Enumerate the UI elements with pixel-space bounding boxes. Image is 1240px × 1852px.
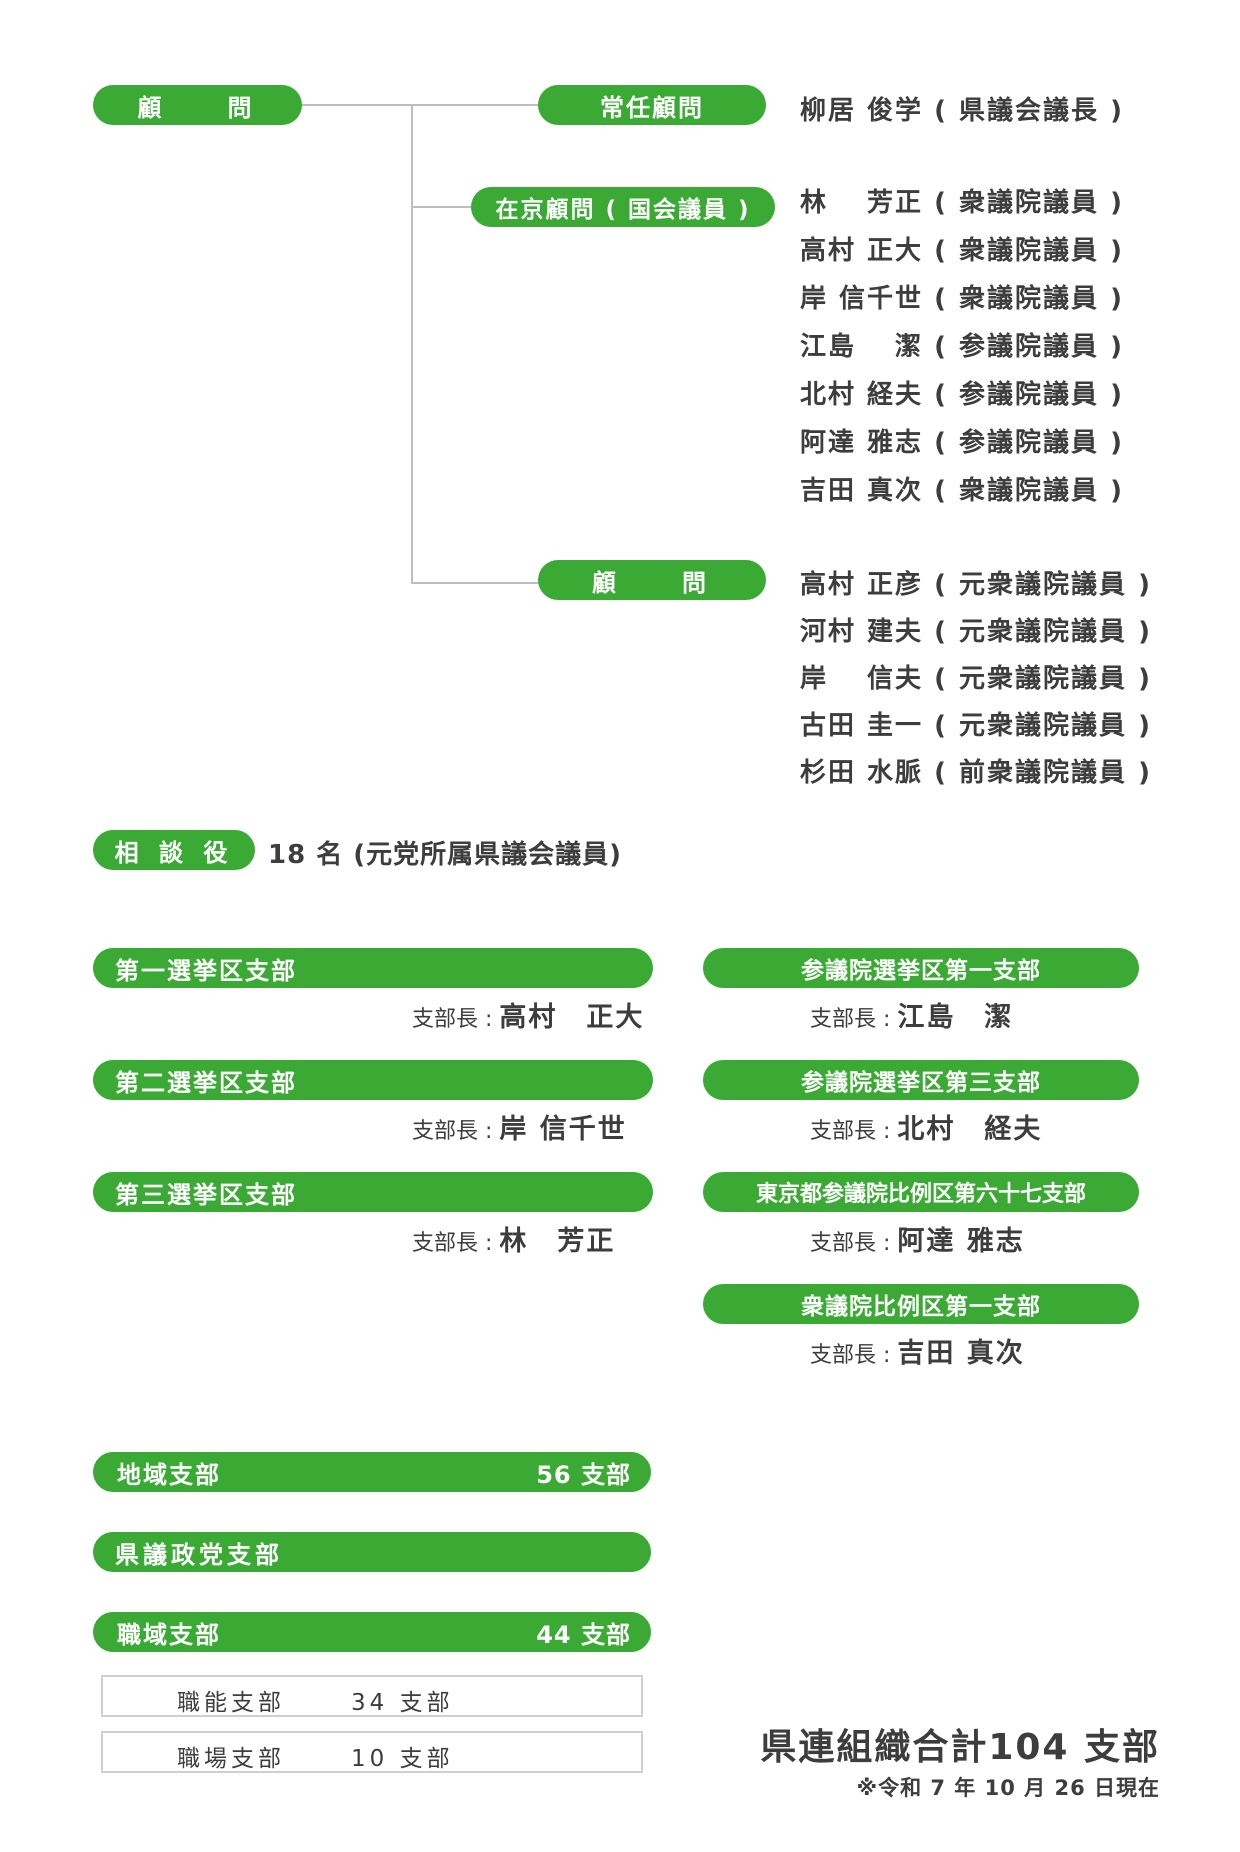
- branch-district-2: 第二選挙区支部: [93, 1060, 653, 1100]
- branch-representatives-pr-1: 衆議院比例区第一支部: [703, 1284, 1139, 1324]
- branch-district-1: 第一選挙区支部: [93, 948, 653, 988]
- branch-representatives-pr-1-chief: 支部長 : 吉田 真次: [810, 1338, 1025, 1369]
- as-of-date: ※令和 7 年 10 月 26 日現在: [856, 1776, 1160, 1800]
- in-capital-member: 林 芳正 ( 衆議院議員 ): [800, 188, 1124, 218]
- sub-branch-row: 職能支部 34 支部: [101, 1675, 643, 1717]
- connector-root: [300, 104, 540, 106]
- sub-branch-count: 10 支部: [351, 1746, 454, 1772]
- advisor-label: 顧 問: [538, 560, 766, 600]
- workplace-branches: 職域支部 44 支部: [93, 1612, 651, 1652]
- consultants-text: 18 名 (元党所属県議会議員): [268, 840, 623, 870]
- in-capital-member: 北村 経夫 ( 参議院議員 ): [800, 380, 1124, 410]
- branch-district-1-chief: 支部長 : 高村 正大: [412, 1002, 645, 1033]
- branch-councillors-3: 参議院選挙区第三支部: [703, 1060, 1139, 1100]
- branch-councillors-1: 参議院選挙区第一支部: [703, 948, 1139, 988]
- in-capital-member: 高村 正大 ( 衆議院議員 ): [800, 236, 1124, 266]
- connector-in-capital: [411, 206, 471, 208]
- in-capital-member: 江島 潔 ( 参議院議員 ): [800, 332, 1124, 362]
- connector-trunk: [411, 104, 413, 584]
- sub-branch-label: 職能支部: [177, 1690, 285, 1716]
- in-capital-advisor-label: 在京顧問 ( 国会議員 ): [471, 187, 775, 227]
- advisor-member: 古田 圭一 ( 元衆議院議員 ): [800, 711, 1152, 741]
- connector-advisor: [411, 582, 541, 584]
- total-summary: 県連組織合計104 支部: [760, 1727, 1160, 1768]
- consultants-label: 相 談 役: [93, 830, 255, 870]
- assembly-party-branches: 県議政党支部: [93, 1532, 651, 1572]
- branch-councillors-1-chief: 支部長 : 江島 潔: [810, 1002, 1014, 1033]
- regional-branches-count: 56 支部: [536, 1460, 631, 1489]
- regional-branches: 地域支部 56 支部: [93, 1452, 651, 1492]
- branch-district-3-chief: 支部長 : 林 芳正: [412, 1226, 616, 1257]
- advisor-member: 河村 建夫 ( 元衆議院議員 ): [800, 617, 1152, 647]
- workplace-branches-count: 44 支部: [536, 1620, 631, 1649]
- in-capital-member: 吉田 真次 ( 衆議院議員 ): [800, 476, 1124, 506]
- sub-branch-count: 34 支部: [351, 1690, 454, 1716]
- advisor-member: 高村 正彦 ( 元衆議院議員 ): [800, 570, 1152, 600]
- standing-advisor-label: 常任顧問: [538, 85, 766, 125]
- standing-advisor-name: 柳居 俊学 ( 県議会議長 ): [800, 96, 1124, 126]
- sub-branch-row: 職場支部 10 支部: [101, 1731, 643, 1773]
- root-advisor-label: 顧 問: [93, 85, 302, 125]
- branch-district-2-chief: 支部長 : 岸 信千世: [412, 1114, 627, 1145]
- branch-district-3: 第三選挙区支部: [93, 1172, 653, 1212]
- regional-branches-label: 地域支部: [117, 1460, 221, 1489]
- advisor-member: 岸 信夫 ( 元衆議院議員 ): [800, 664, 1152, 694]
- in-capital-member: 岸 信千世 ( 衆議院議員 ): [800, 284, 1124, 314]
- branch-councillors-3-chief: 支部長 : 北村 経夫: [810, 1114, 1043, 1145]
- in-capital-member: 阿達 雅志 ( 参議院議員 ): [800, 428, 1124, 458]
- sub-branch-label: 職場支部: [177, 1746, 285, 1772]
- branch-tokyo-pr-67-chief: 支部長 : 阿達 雅志: [810, 1226, 1025, 1257]
- advisor-member: 杉田 水脈 ( 前衆議院議員 ): [800, 758, 1152, 788]
- workplace-branches-label: 職域支部: [117, 1620, 221, 1649]
- branch-tokyo-pr-67: 東京都参議院比例区第六十七支部: [703, 1172, 1139, 1212]
